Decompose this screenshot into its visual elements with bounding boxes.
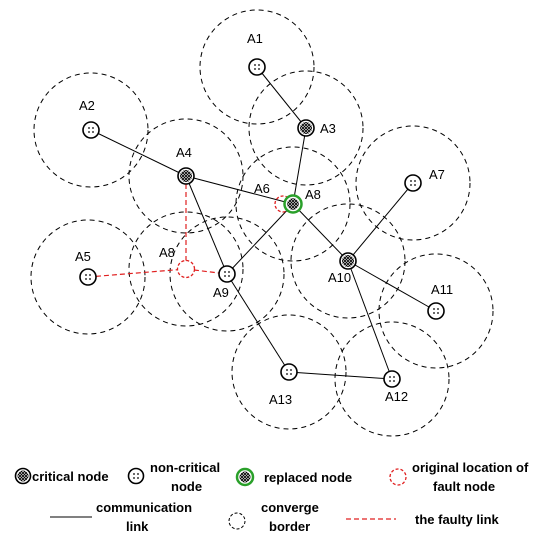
legend-converge-border-icon [228, 512, 246, 530]
link-a13-a12 [288, 371, 393, 380]
coverage-circle-a7 [355, 125, 471, 241]
legend-non-critical-node-label-line2: node [171, 479, 202, 494]
link-a3-a8 [292, 127, 307, 205]
legend-replaced-node-label: replaced node [264, 470, 352, 485]
legend-converge-border-label-line2: border [269, 519, 310, 534]
faulty-link-a5-a8_original [87, 268, 187, 278]
node-label-a11: A11 [431, 282, 453, 297]
coverage-circle-a9 [169, 216, 285, 332]
sensor-nodes [79, 58, 445, 388]
link-a10-a12 [347, 260, 393, 380]
coverage-circle-a2 [33, 72, 149, 188]
coverage-circle-a8_original [128, 211, 244, 327]
node-a8-original-fault-original [176, 259, 196, 279]
legend-original-location-label-line2: fault node [433, 479, 495, 494]
node-a5-non-critical [79, 268, 97, 286]
legend-non-critical-node-label-line1: non-critical [150, 460, 220, 475]
node-label-a4: A4 [176, 145, 192, 160]
node-a3-critical [297, 119, 315, 137]
link-a1-a3 [256, 66, 307, 129]
legend-original-location-icon [389, 468, 407, 486]
node-a1-non-critical [248, 58, 266, 76]
legend-critical-node-icon [14, 467, 32, 485]
node-label-a3: A3 [320, 121, 336, 136]
node-a11-non-critical [427, 302, 445, 320]
node-a12-non-critical [383, 370, 401, 388]
coverage-circle-a3 [248, 70, 364, 186]
node-a10-critical [339, 252, 357, 270]
legend-communication-link-label-line2: link [126, 519, 149, 534]
node-label-a2: A2 [79, 98, 95, 113]
legend-replaced-node-icon [235, 467, 255, 487]
legend-communication-link-label-line1: communication [96, 500, 192, 515]
link-a10-a7 [347, 182, 414, 262]
link-a9-a13 [226, 273, 290, 373]
coverage-circle-a12 [334, 321, 450, 437]
communication-links [90, 66, 437, 380]
node-label-a9: A9 [213, 285, 229, 300]
node-label-a8-original: A8 [159, 245, 175, 260]
link-a2-a4 [90, 129, 187, 177]
node-label-a13: A13 [269, 392, 292, 407]
link-a8-a10 [292, 203, 349, 262]
node-label-a5: A5 [75, 249, 91, 264]
node-a9-non-critical [218, 265, 236, 283]
legend-converge-border-label-line1: converge [261, 500, 319, 515]
link-a4-a8 [185, 175, 294, 205]
legend-original-location-label-line1: original location of [412, 460, 529, 475]
node-label-a10: A10 [328, 270, 351, 285]
link-a9-a8 [226, 203, 294, 275]
faulty-links [87, 176, 228, 278]
link-a4-a9 [185, 175, 228, 275]
node-label-a6: A6 [254, 181, 270, 196]
coverage-circle-a11 [378, 253, 494, 369]
node-a7-non-critical [404, 174, 422, 192]
node-label-a1: A1 [247, 31, 263, 46]
node-label-a12: A12 [385, 389, 408, 404]
coverage-circle-a13 [231, 314, 347, 430]
coverage-circle-a1 [199, 9, 315, 125]
legend: critical node non-critical node replaced… [14, 460, 529, 534]
node-a8-replaced [283, 194, 303, 214]
node-a2-non-critical [82, 121, 100, 139]
coverage-circles [30, 9, 494, 437]
legend-critical-node-label: critical node [32, 469, 109, 484]
legend-non-critical-node-icon [127, 467, 145, 485]
node-label-a7: A7 [429, 167, 445, 182]
coverage-circle-a5 [30, 219, 146, 335]
node-a13-non-critical [280, 363, 298, 381]
coverage-circle-a10 [290, 203, 406, 319]
node-label-a8: A8 [305, 187, 321, 202]
node-a4-critical [177, 167, 195, 185]
link-a10-a11 [347, 260, 437, 312]
legend-faulty-link-label: the faulty link [415, 512, 500, 527]
